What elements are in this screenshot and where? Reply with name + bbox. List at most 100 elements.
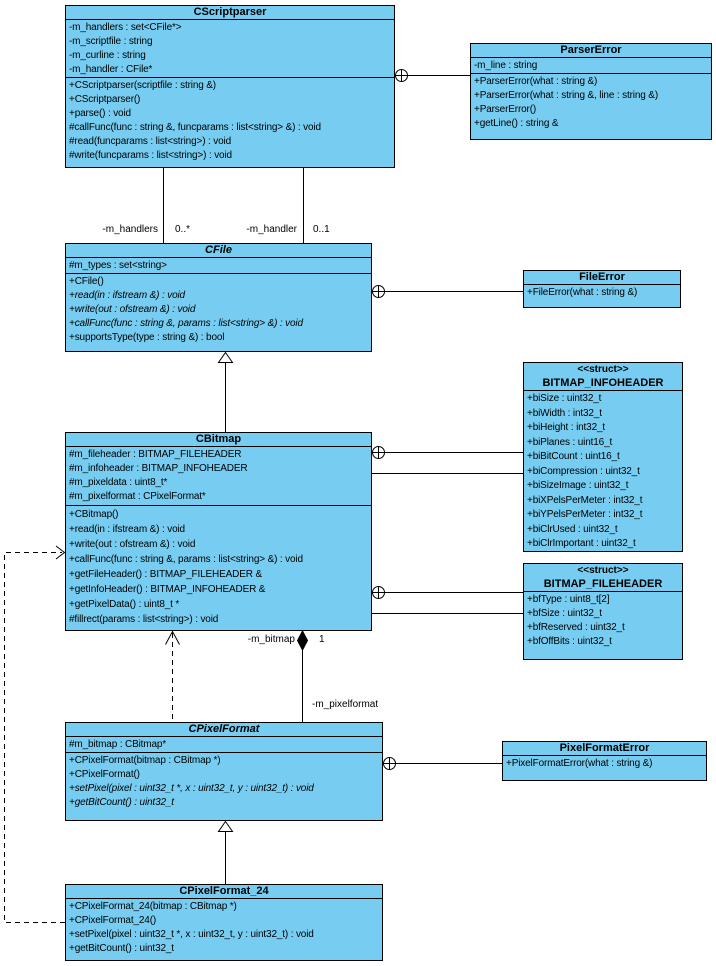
containment-icon — [372, 586, 385, 599]
attribute: #m_pixeldata : uint8_t* — [69, 477, 168, 488]
attribute: #m_bitmap : CBitmap* — [69, 739, 167, 750]
class-parsererror[interactable]: ParserError -m_line : string +ParserErro… — [470, 43, 712, 140]
method: +CPixelFormat_24() — [69, 915, 157, 926]
multiplicity-label-bitmap: 1 — [319, 634, 325, 645]
class-title: CBitmap — [66, 433, 371, 447]
method: +getInfoHeader() : BITMAP_INFOHEADER & — [69, 584, 266, 595]
method-abstract: +getBitCount() : uint32_t — [69, 797, 174, 808]
method: +setPixel(pixel : uint32_t *, x : uint32… — [69, 929, 314, 940]
attribute: +biClrImportant : uint32_t — [527, 538, 636, 549]
containment-icon — [372, 285, 385, 298]
method: +CBitmap() — [69, 509, 119, 520]
method: +PixelFormatError(what : string &) — [506, 758, 653, 769]
attribute: +bfType : uint8_t[2] — [527, 594, 610, 605]
attribute: +bfOffBits : uint32_t — [527, 636, 612, 647]
class-title: CScriptparser — [66, 6, 394, 20]
class-pixelformaterror[interactable]: PixelFormatError +PixelFormatError(what … — [502, 741, 707, 781]
method-abstract: +write(out : ofstream &) : void — [69, 304, 196, 315]
generalization-triangle-icon — [217, 820, 234, 832]
attribute: +bfSize : uint32_t — [527, 608, 602, 619]
generalization-cbitmap-cfile — [217, 351, 234, 432]
attribute: -m_line : string — [474, 60, 538, 71]
method: +getBitCount() : uint32_t — [69, 943, 174, 954]
method: +CPixelFormat() — [69, 769, 140, 780]
method: #callFunc(func : string &, funcparams : … — [69, 122, 321, 133]
open-arrow-icon — [165, 630, 180, 645]
method: +getLine() : string & — [474, 118, 559, 129]
role-label-m-handler: -m_handler — [246, 224, 297, 235]
generalization-cpixelformat24-cpixelformat — [217, 820, 234, 884]
class-title: CPixelFormat_24 — [66, 885, 382, 899]
method: +CScriptparser(scriptfile : string &) — [69, 80, 216, 91]
role-label-m-handlers: -m_handlers — [102, 224, 158, 235]
method: +CPixelFormat(bitmap : CBitmap *) — [69, 755, 221, 766]
attribute: -m_scriptfile : string — [69, 36, 153, 47]
stereotype-label: <<struct>> — [577, 565, 629, 576]
method: +write(out : ofstream &) : void — [69, 539, 196, 550]
attribute: +biCompression : uint32_t — [527, 465, 640, 477]
containment-connector-pixelformaterror — [383, 757, 502, 770]
class-title: ParserError — [471, 44, 711, 58]
class-title: CFile — [66, 244, 371, 258]
class-fileerror[interactable]: FileError +FileError(what : string &) — [523, 270, 681, 308]
composition-diamond-icon — [296, 629, 309, 652]
class-title: BITMAP_FILEHEADER — [543, 578, 663, 590]
method: #fillrect(params : list<string>) : void — [69, 614, 219, 625]
dependency-cpixelformat-cbitmap — [165, 630, 180, 722]
method: +ParserError(what : string &, line : str… — [474, 90, 658, 101]
dependency-cpixelformat24-cbitmap — [4, 545, 66, 923]
containment-icon — [395, 69, 408, 82]
attribute: +biSizeImage : uint32_t — [527, 480, 629, 491]
class-bitmap-infoheader[interactable]: <<struct>> BITMAP_INFOHEADER +biSize : u… — [523, 362, 683, 552]
attribute: -m_curline : string — [69, 50, 146, 61]
attribute: +bfReserved : uint32_t — [527, 622, 625, 633]
method: +parse() : void — [69, 108, 131, 119]
class-cpixelformat[interactable]: CPixelFormat #m_bitmap : CBitmap* +CPixe… — [65, 722, 383, 821]
generalization-triangle-icon — [217, 351, 234, 363]
role-label-m-bitmap: -m_bitmap — [247, 634, 295, 645]
attribute: #m_fileheader : BITMAP_FILEHEADER — [69, 449, 242, 460]
method: #read(funcparams : list<string>) : void — [69, 136, 232, 147]
containment-icon — [372, 446, 385, 459]
class-cscriptparser[interactable]: CScriptparser -m_handlers : set<CFile*> … — [65, 5, 395, 168]
method: +ParserError(what : string &) — [474, 76, 598, 87]
role-label-m-pixelformat: -m_pixelformat — [312, 699, 379, 710]
class-cpixelformat24[interactable]: CPixelFormat_24 +CPixelFormat_24(bitmap … — [65, 884, 383, 961]
method: +CFile() — [69, 276, 104, 287]
method-abstract: +callFunc(func : string &, params : list… — [69, 318, 303, 329]
class-cbitmap[interactable]: CBitmap #m_fileheader : BITMAP_FILEHEADE… — [65, 432, 372, 631]
class-title: FileError — [524, 271, 680, 285]
containment-connector-fileerror — [372, 285, 523, 298]
class-bitmap-fileheader[interactable]: <<struct>> BITMAP_FILEHEADER +bfType : u… — [523, 563, 683, 660]
containment-connector-fileheader — [372, 586, 523, 599]
method: +read(in : ifstream &) : void — [69, 524, 185, 535]
attribute: +biClrUsed : uint32_t — [527, 523, 618, 535]
method-abstract: +setPixel(pixel : uint32_t *, x : uint32… — [69, 783, 314, 794]
attribute: +biBitCount : uint16_t — [527, 451, 620, 462]
class-cfile[interactable]: CFile #m_types : set<string> +CFile() +r… — [65, 243, 372, 352]
class-title: PixelFormatError — [503, 742, 706, 756]
containment-connector-parsererror — [395, 69, 470, 82]
attribute: +biSize : uint32_t — [527, 393, 602, 404]
multiplicity-label-handlers: 0..* — [175, 224, 191, 235]
composition-cbitmap-cpixelformat — [296, 629, 309, 722]
method: +getFileHeader() : BITMAP_FILEHEADER & — [69, 569, 262, 580]
multiplicity-label-handler: 0..1 — [313, 224, 330, 235]
attribute: +biXPelsPerMeter : int32_t — [527, 494, 643, 506]
method-abstract: +read(in : ifstream &) : void — [69, 290, 185, 301]
class-title: CPixelFormat — [66, 723, 382, 737]
method: +callFunc(func : string &, params : list… — [69, 554, 303, 565]
stereotype-label: <<struct>> — [577, 364, 629, 375]
open-arrow-icon — [55, 545, 66, 560]
containment-connector-infoheader — [372, 446, 523, 459]
attribute: -m_handlers : set<CFile*> — [69, 22, 182, 33]
method: +ParserError() — [474, 104, 537, 115]
attribute: -m_handler : CFile* — [69, 64, 153, 75]
method: +CScriptparser() — [69, 94, 141, 105]
attribute: #m_types : set<string> — [69, 260, 167, 271]
attribute: +biWidth : int32_t — [527, 407, 602, 419]
method: #write(funcparams : list<string>) : void — [69, 150, 232, 161]
attribute: #m_pixelformat : CPixelFormat* — [69, 491, 206, 502]
method: +supportsType(type : string &) : bool — [69, 332, 225, 343]
